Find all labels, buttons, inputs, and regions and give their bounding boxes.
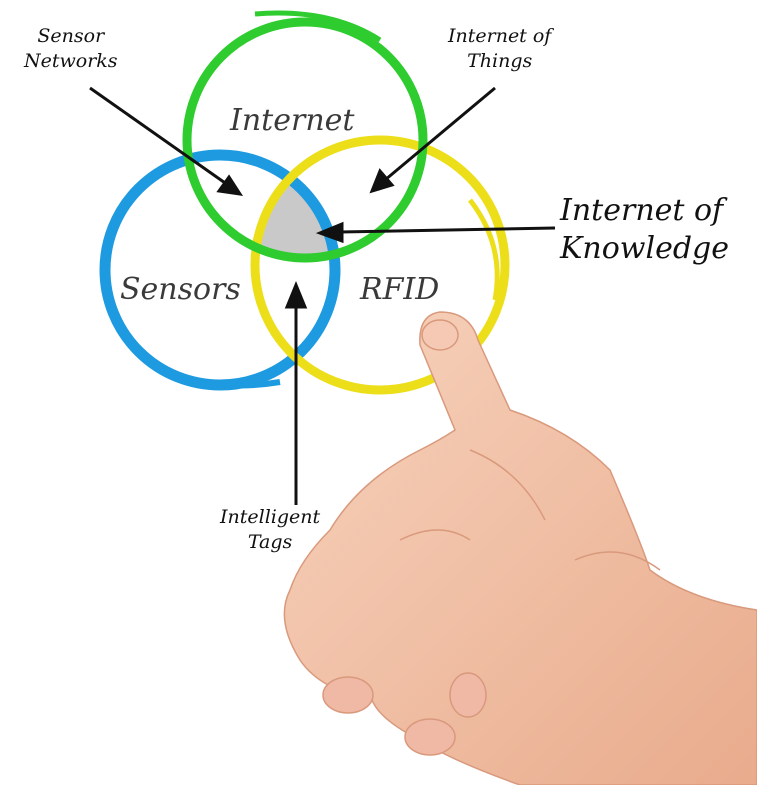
rfid-circle-tail <box>468 198 500 301</box>
arrow-internet-of-things <box>384 86 496 182</box>
internet-of-things-label: Internet of Things <box>448 24 551 74</box>
internet-label: Internet <box>230 103 355 138</box>
rfid-label: RFID <box>360 272 440 307</box>
internet-of-knowledge-line-2: Knowledge <box>560 231 729 266</box>
rfid-circle <box>250 135 510 395</box>
arrow-internet-of-knowledge <box>339 226 556 234</box>
internet-of-things-line-1: Internet of <box>448 25 552 47</box>
sensors-circle-tail <box>148 357 281 389</box>
internet-of-knowledge-label: Internet of Knowledge <box>560 192 729 268</box>
sensor-networks-line-2: Networks <box>24 50 118 72</box>
sensor-networks-line-1: Sensor <box>37 25 105 47</box>
arrow-intelligent-tags-head <box>284 281 308 309</box>
internet-of-knowledge-line-1: Internet of <box>560 193 724 228</box>
intelligent-tags-label: Intelligent Tags <box>220 505 320 555</box>
arrow-internet-of-knowledge-head <box>315 221 344 244</box>
sensor-networks-label: Sensor Networks <box>24 24 118 74</box>
arrow-sensor-networks-head <box>216 174 244 196</box>
intelligent-tags-line-2: Tags <box>247 531 293 553</box>
pointing-hand-image <box>283 311 757 785</box>
sensors-label: Sensors <box>120 272 241 307</box>
intelligent-tags-line-1: Intelligent <box>220 506 321 528</box>
internet-circle-tail <box>254 10 382 43</box>
arrow-internet-of-things-head <box>369 168 395 194</box>
arrow-sensor-networks <box>89 86 229 187</box>
internet-circle <box>182 17 428 263</box>
internet-of-things-line-2: Things <box>467 50 533 72</box>
